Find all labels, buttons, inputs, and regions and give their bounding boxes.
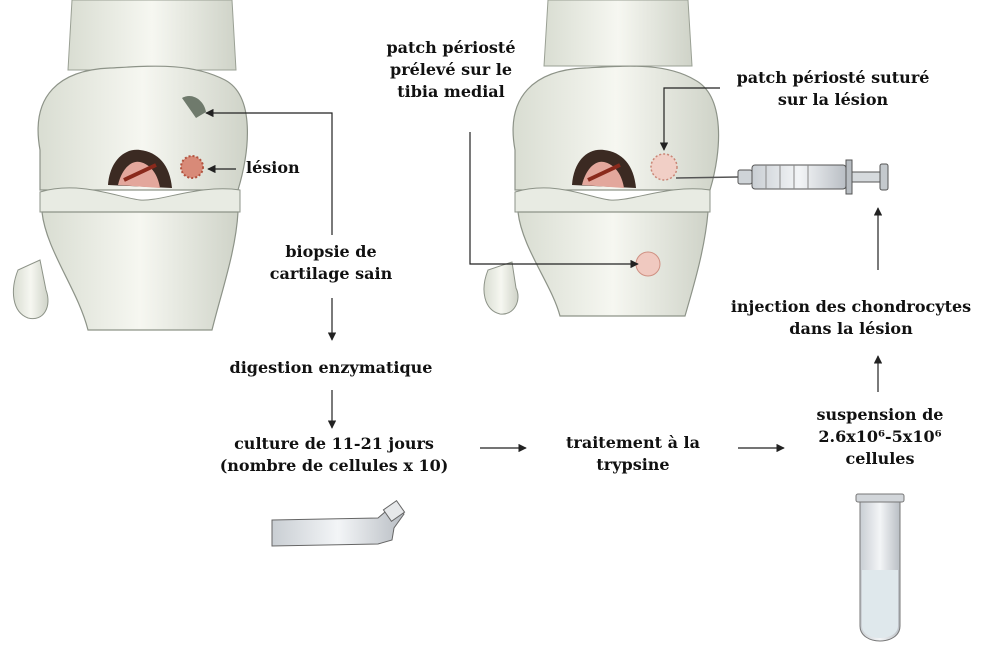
label-lesion: lésion — [246, 157, 300, 179]
label-culture: culture de 11-21 jours (nombre de cellul… — [200, 433, 468, 477]
test-tube-illustration — [856, 494, 904, 641]
knee-left-illustration — [13, 0, 247, 330]
label-digestion: digestion enzymatique — [216, 357, 446, 379]
label-patch-sutured: patch périosté suturé sur la lésion — [724, 67, 942, 111]
label-biopsy: biopsie de cartilage sain — [246, 241, 416, 285]
label-suspension: suspension de 2.6x10⁶-5x10⁶ cellules — [800, 404, 960, 470]
label-trypsin: traitement à la trypsine — [540, 432, 726, 476]
label-patch-harvest: patch périosté prélevé sur le tibia medi… — [368, 37, 534, 103]
label-injection: injection des chondrocytes dans la lésio… — [728, 296, 974, 340]
culture-flask-illustration — [272, 501, 405, 546]
